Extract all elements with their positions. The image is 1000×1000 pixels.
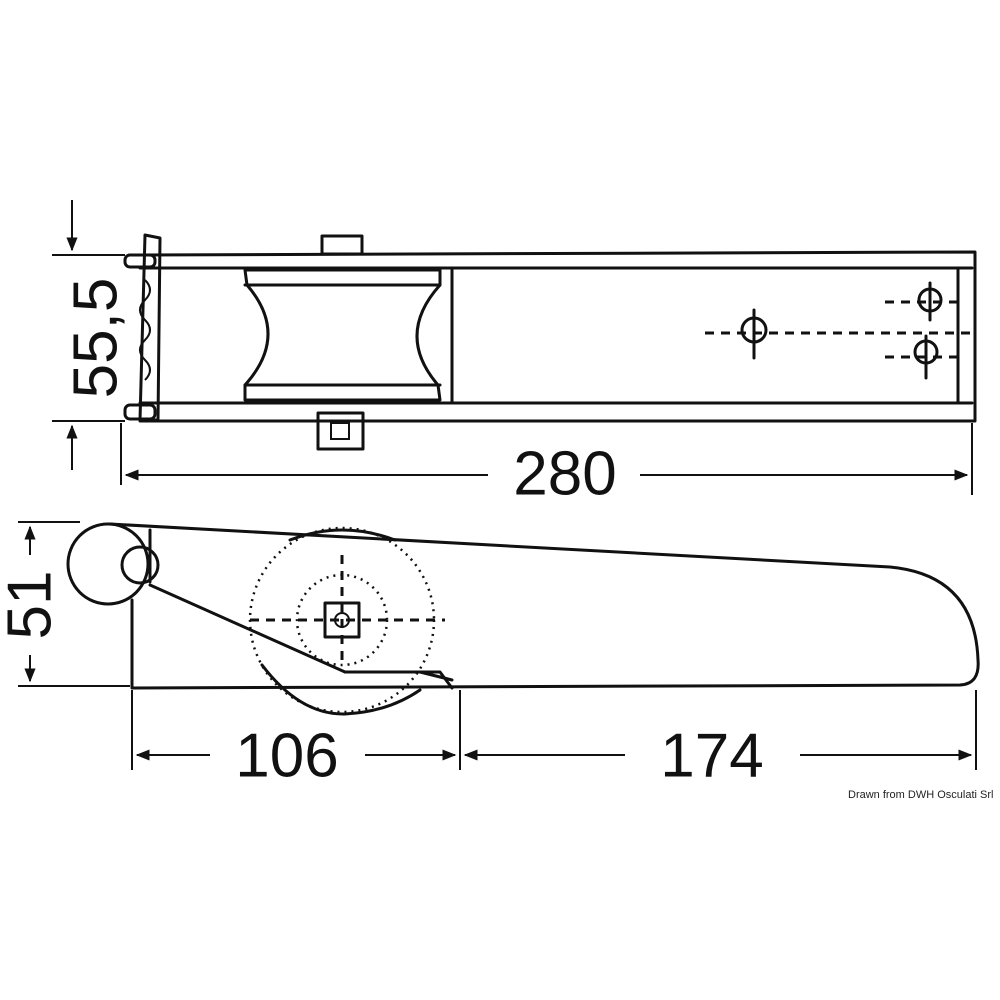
top-view-axle-bolt-tip [330,422,350,440]
top-view: 55,5 280 [52,200,977,508]
side-view-roller-top-cap [288,528,397,542]
top-view-pin-chain [138,233,162,422]
top-view-center-hole [740,308,768,360]
top-view-lower-hole [913,334,939,380]
top-view-pin-links [139,279,151,381]
side-view-roller-lower-arc [260,663,422,716]
top-view-axle-bolt [316,411,365,451]
top-view-pin-head-top [123,253,157,269]
side-right-length-label: 174 [660,721,763,790]
top-view-body-outline [138,250,977,423]
side-view: 51 106 174 [0,521,980,790]
top-length-label: 280 [513,439,616,508]
side-view-pin-ring [120,545,160,585]
side-height-label: 51 [0,571,64,640]
side-view-keel-plate [343,670,454,690]
side-left-length-label: 106 [235,721,338,790]
top-view-roller [243,268,442,402]
credit-text: Drawn from DWH Osculati Srl [848,789,994,801]
top-view-axle-nut [320,234,364,256]
side-view-body-outline [108,522,980,690]
top-height-label: 55,5 [61,278,130,399]
top-view-upper-hole [917,281,943,322]
side-view-end-ball [66,522,150,606]
